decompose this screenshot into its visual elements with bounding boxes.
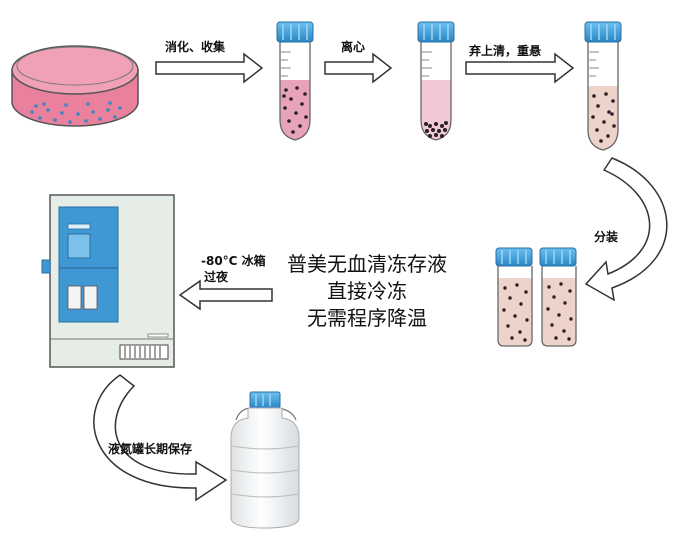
label-aliquot: 分装 <box>594 230 619 244</box>
aliquot-tube-left <box>495 247 533 347</box>
arrow-to-freezer <box>178 279 273 311</box>
tube-3 <box>584 21 622 151</box>
center-text-line-1: 普美无血清冻存液 <box>287 252 447 276</box>
arrow-curve-aliquot <box>584 157 668 302</box>
tube-1 <box>276 21 314 141</box>
label-liquid-nitrogen: 液氮罐长期保存 <box>108 442 193 456</box>
arrow-digest <box>155 52 264 84</box>
tube-2 <box>417 21 455 141</box>
aliquot-tube-right <box>539 247 577 347</box>
label-centrifuge: 离心 <box>341 40 366 54</box>
petri-dish <box>11 45 139 127</box>
center-text-block: 普美无血清冻存液 直接冷冻 无需程序降温 <box>262 251 472 332</box>
label-overnight: 过夜 <box>204 270 229 284</box>
dish-cells <box>30 101 122 124</box>
center-text-line-3: 无需程序降温 <box>307 306 427 330</box>
center-text-line-2: 直接冷冻 <box>327 279 407 303</box>
label-digest-collect: 消化、收集 <box>165 40 226 54</box>
liquid-nitrogen-tank <box>230 391 300 529</box>
arrow-curve-storage <box>93 374 228 502</box>
label-freeze-minus80: -80°C 冰箱 <box>201 254 266 268</box>
freezer <box>41 194 175 368</box>
arrow-resuspend <box>465 52 575 84</box>
arrow-centrifuge <box>324 52 393 84</box>
label-discard-resuspend: 弃上清，重悬 <box>469 44 542 58</box>
